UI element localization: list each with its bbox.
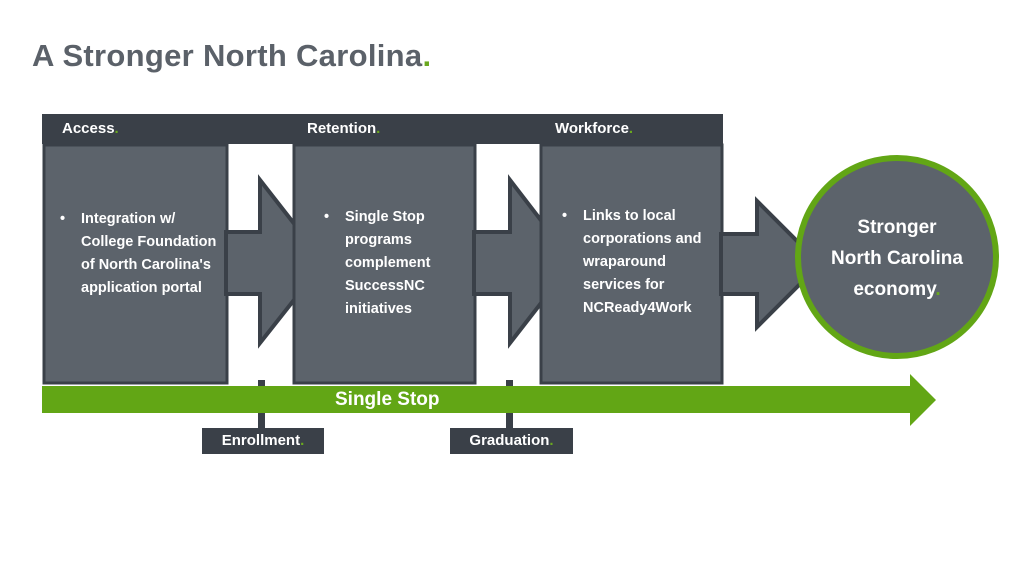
stage-header-retention: Retention. [307,120,381,137]
workforce-arrow [719,196,823,332]
milestone-enrollment: Enrollment. [202,428,324,454]
stage-header-bar [42,114,723,144]
single-stop-arrow [42,374,936,426]
retention-bullet: Single Stop programs complement SuccessN… [324,206,441,321]
access-arrow [224,174,327,349]
workforce-bullet: Links to local corporations and wraparou… [562,205,709,320]
milestone-graduation: Graduation. [450,428,573,454]
stage-header-workforce: Workforce. [555,120,634,137]
single-stop-label: Single Stop [335,389,440,410]
retention-content: Single Stop programs complement SuccessN… [321,206,441,321]
access-bullet: Integration w/ College Foundation of Nor… [60,208,222,300]
workforce-content: Links to local corporations and wraparou… [559,205,709,320]
page-title: A Stronger North Carolina. [32,38,432,73]
access-content: Integration w/ College Foundation of Nor… [57,208,222,300]
outcome-text: Stronger North Carolina economy. [831,217,963,300]
outcome-circle [795,155,999,359]
stage-header-access: Access. [62,120,119,137]
